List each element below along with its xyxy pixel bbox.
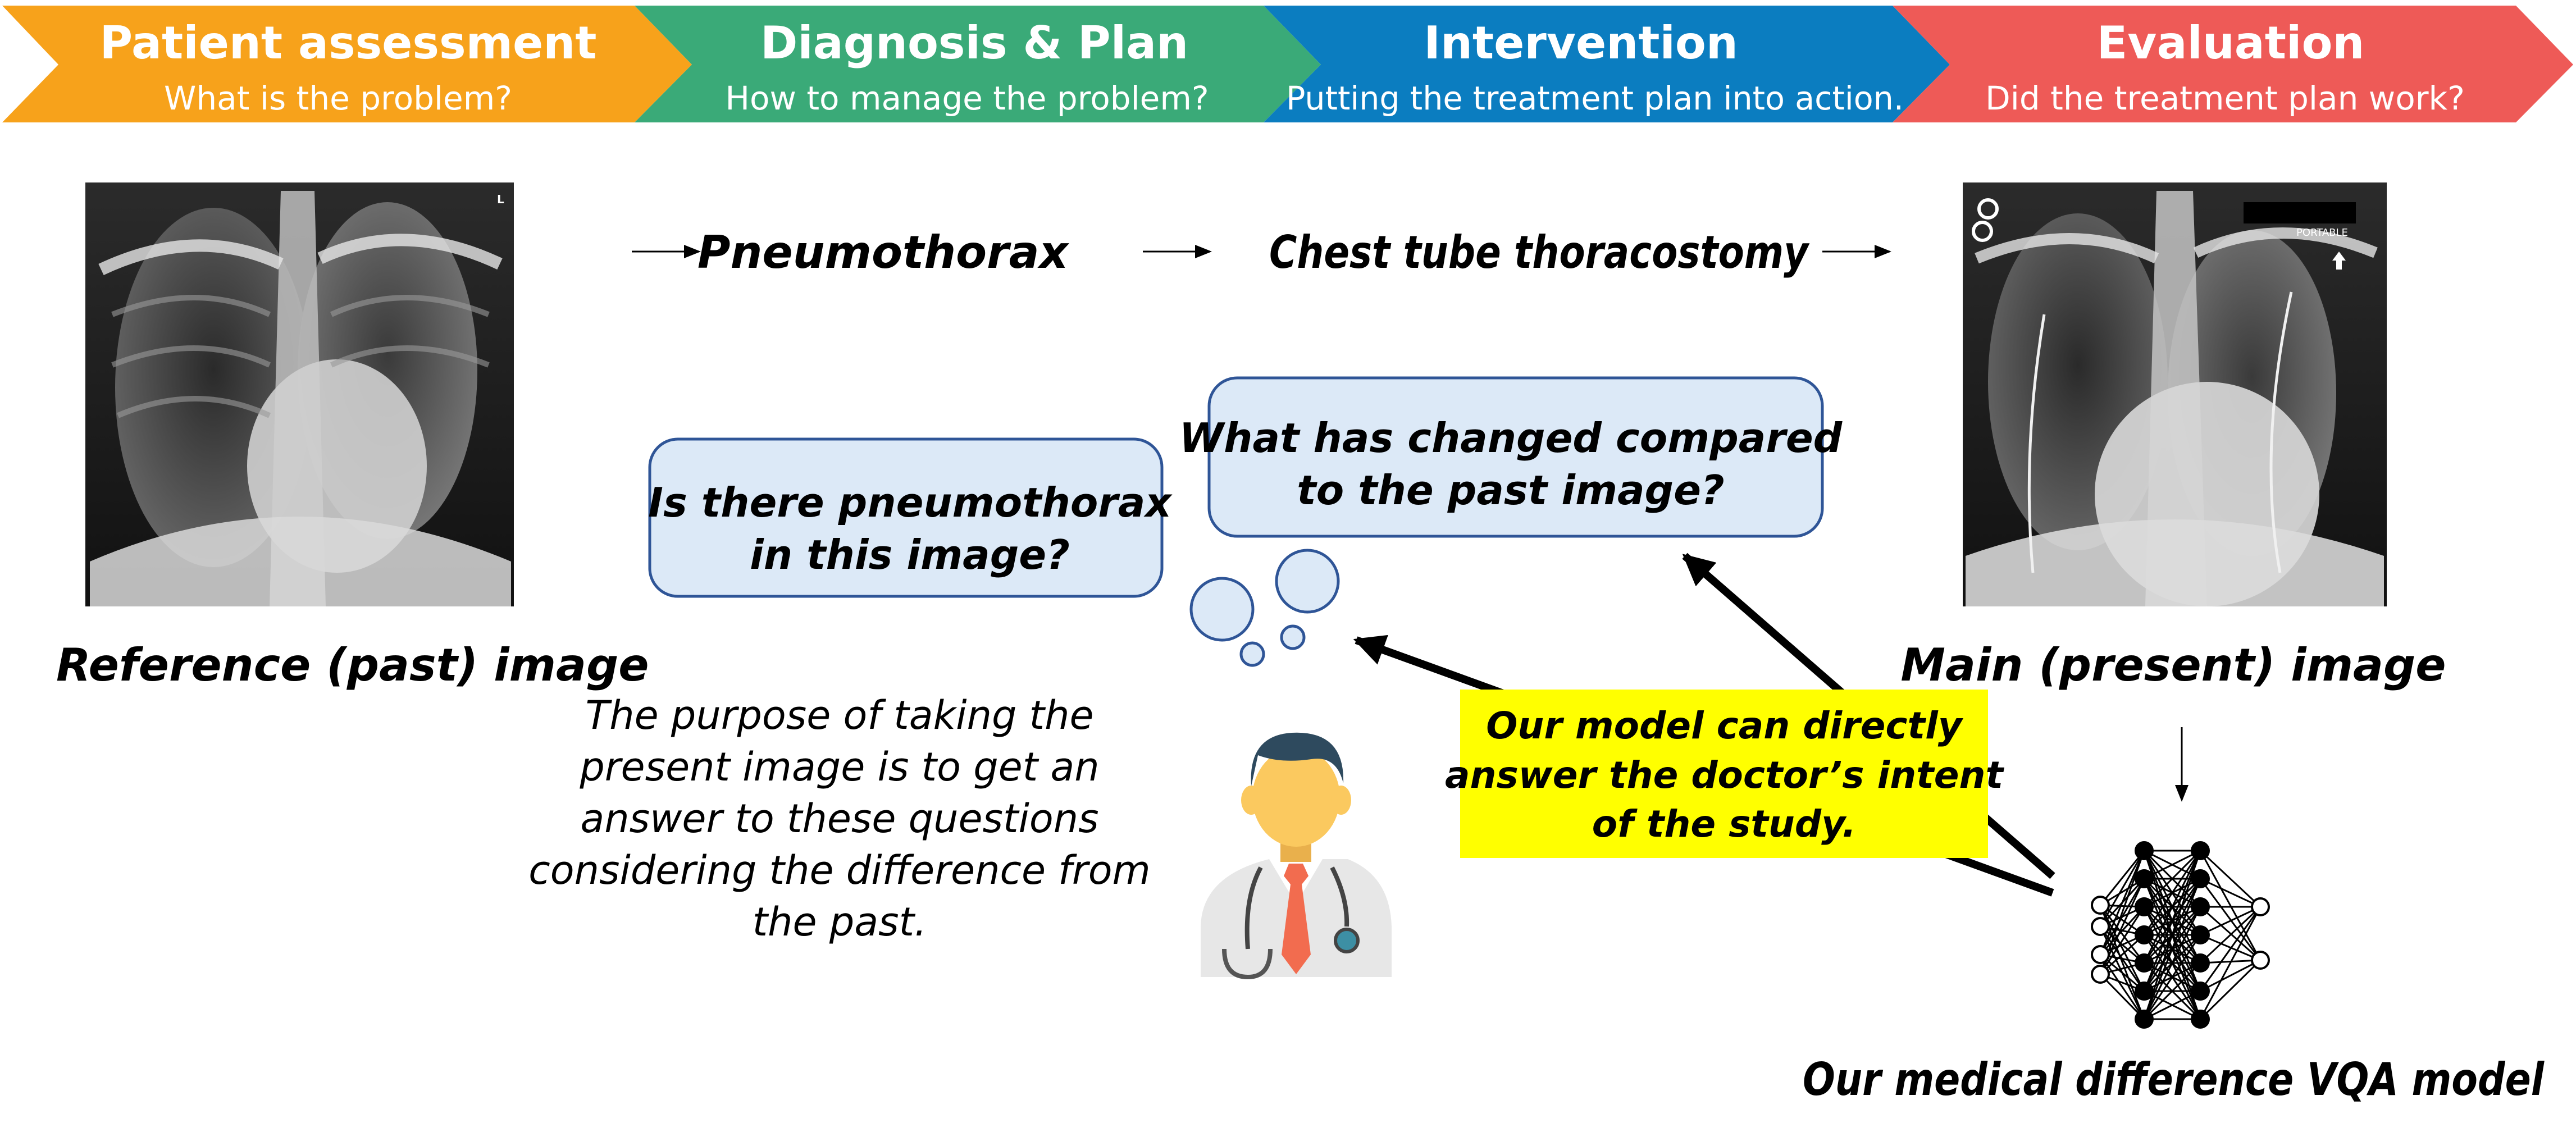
nn-node — [2191, 925, 2210, 944]
stage-title-3: Evaluation — [2097, 17, 2365, 69]
stage-band: Patient assessment What is the problem? … — [2, 6, 2573, 122]
callout-line-3: of the study. — [1592, 802, 1856, 846]
stage-title-0: Patient assessment — [100, 17, 597, 69]
nn-node — [2135, 897, 2154, 916]
nn-node — [2135, 953, 2154, 973]
stage-title-1: Diagnosis & Plan — [760, 17, 1188, 69]
stage-subtitle-2: Putting the treatment plan into action. — [1286, 79, 1904, 117]
nn-node — [2135, 1010, 2154, 1029]
nn-edge — [2143, 850, 2201, 935]
purpose-line-1: The purpose of taking the — [585, 692, 1093, 738]
question-2-line-1: What has changed compared — [1179, 414, 1843, 462]
nn-edge — [2200, 906, 2261, 961]
main-xray-image: PORTABLE — [1963, 182, 2387, 606]
purpose-line-3: answer to these questions — [580, 796, 1098, 842]
nn-edge — [2143, 850, 2201, 964]
nn-edge — [2143, 906, 2201, 1020]
neural-network-icon — [2091, 841, 2270, 1029]
stage-subtitle-1: How to manage the problem? — [725, 79, 1209, 117]
nn-edge — [2143, 850, 2201, 908]
nn-node — [2091, 917, 2110, 936]
nn-edge — [2099, 934, 2145, 975]
nn-edge — [2199, 906, 2262, 1020]
thought-bubbles — [1189, 549, 1340, 667]
main-caption: Main (present) image — [1900, 639, 2446, 691]
nn-edge — [2099, 850, 2145, 955]
nn-edge — [2143, 850, 2201, 992]
nn-edge — [2200, 906, 2261, 936]
nn-edge — [2143, 962, 2201, 1020]
stage-evaluation — [1893, 6, 2573, 122]
flow-intervention: Chest tube thoracostomy — [1269, 226, 1809, 279]
question-bubble-pneumothorax: Is there pneumothorax in this image? — [648, 437, 1173, 598]
question-2-line-2: to the past image? — [1297, 467, 1724, 514]
nn-edge — [2199, 878, 2262, 961]
question-1-line-1: Is there pneumothorax — [648, 479, 1173, 526]
nn-node — [2191, 1010, 2210, 1029]
question-1-line-2: in this image? — [750, 531, 1070, 578]
nn-node — [2135, 982, 2154, 1001]
nn-edge — [2200, 878, 2261, 908]
nn-edge — [2144, 990, 2201, 1020]
nn-edge — [2099, 878, 2145, 955]
nn-edge — [2099, 906, 2145, 956]
nn-edge — [2143, 878, 2201, 1020]
callout-line-1: Our model can directly — [1486, 704, 1963, 747]
nn-edge — [2099, 954, 2145, 1020]
stage-intervention — [1264, 6, 1950, 122]
nn-edge — [2099, 906, 2145, 975]
nn-node — [2135, 869, 2154, 888]
up-arrow-icon — [2332, 252, 2346, 270]
stage-subtitle-3: Did the treatment plan work? — [1985, 79, 2465, 117]
nn-edge — [2144, 850, 2201, 880]
nn-edge — [2200, 959, 2261, 992]
nn-edge — [2199, 906, 2262, 992]
flow-row: Pneumothorax Chest tube thoracostomy — [632, 226, 1891, 279]
stage-subtitle-0: What is the problem? — [164, 79, 512, 117]
nn-node — [2091, 896, 2110, 915]
stage-patient-assessment — [2, 6, 692, 122]
question-bubble-changes: What has changed compared to the past im… — [1179, 376, 1843, 538]
nn-node — [2251, 897, 2270, 916]
callout-line-2: answer the doctor’s intent — [1445, 754, 2005, 797]
nn-edge — [2199, 906, 2262, 964]
nn-edge — [2199, 959, 2262, 1020]
nn-node — [2191, 953, 2210, 973]
main-marker-label: PORTABLE — [2296, 227, 2348, 239]
nn-node — [2191, 982, 2210, 1001]
nn-node — [2191, 897, 2210, 916]
purpose-line-5: the past. — [753, 899, 927, 945]
reference-xray-image: L — [85, 182, 514, 606]
nn-node — [2091, 945, 2110, 964]
doctor-icon — [1201, 732, 1392, 980]
model-callout: Our model can directly answer the doctor… — [1445, 690, 2005, 858]
nn-edge — [2099, 973, 2145, 1020]
nn-node — [2191, 841, 2210, 860]
purpose-text: The purpose of taking the present image … — [528, 692, 1150, 945]
purpose-line-4: considering the difference from — [528, 847, 1150, 893]
nn-edge — [2099, 850, 2145, 906]
flow-diagnosis: Pneumothorax — [697, 226, 1070, 279]
nn-node — [2251, 951, 2270, 970]
model-caption: Our medical difference VQA model — [1803, 1053, 2545, 1106]
reference-marker-label: L — [497, 193, 504, 206]
nn-node — [2191, 869, 2210, 888]
reference-caption: Reference (past) image — [56, 639, 649, 691]
nn-edge — [2143, 934, 2201, 1020]
nn-edge — [2199, 850, 2262, 908]
stage-title-2: Intervention — [1424, 17, 1738, 69]
nn-edge — [2199, 850, 2262, 961]
purpose-line-2: present image is to get an — [579, 744, 1099, 790]
nn-node — [2091, 965, 2110, 984]
nn-edge — [2099, 850, 2145, 927]
nn-node — [2135, 841, 2154, 860]
stage-diagnosis-plan — [635, 6, 1321, 122]
nn-node — [2135, 925, 2154, 944]
